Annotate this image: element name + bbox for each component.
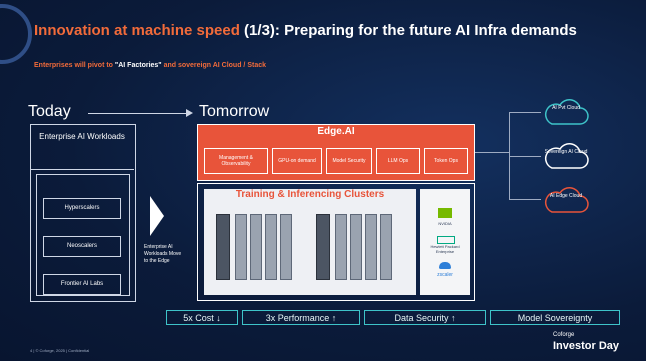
edge-ai-box [197, 124, 475, 181]
connector-line [509, 199, 541, 200]
nvidia-logo-icon [438, 208, 452, 218]
arrow-right-icon [186, 109, 193, 117]
server-rack-icon [280, 214, 292, 280]
tomorrow-label: Tomorrow [199, 103, 270, 120]
today-box-title: Enterprise AI Workloads [30, 124, 134, 170]
benefit-sovereignty: Model Sovereignty [490, 310, 620, 325]
cloud-pvt: AI Pvt Cloud [542, 96, 590, 128]
today-label: Today [28, 103, 71, 120]
slide-title-accent: Innovation at machine speed [34, 22, 240, 39]
edge-item-model-security: Model Security [326, 148, 372, 174]
cloud-sovereign-label: Sovereign AI Cloud [544, 149, 588, 155]
decorative-circle [0, 4, 32, 64]
subtitle-bold: "AI Factories" [114, 62, 162, 69]
cloud-icon [544, 143, 589, 169]
provider-item-neoscalers: Neoscalers [43, 236, 121, 257]
zscaler-logo-icon [439, 262, 451, 269]
connector-line [509, 156, 541, 157]
brand-logo: Coforge [553, 332, 575, 338]
server-rack-icon [265, 214, 277, 280]
server-rack-icon [365, 214, 377, 280]
event-name: Investor Day [553, 340, 620, 352]
cloud-edge: AI Edge Cloud [542, 184, 590, 216]
today-tomorrow-arrow-line [88, 113, 188, 114]
vendor-logos-panel [420, 189, 470, 295]
server-rack-icon [335, 214, 347, 280]
edge-item-llm-ops: LLM Ops [376, 148, 420, 174]
cloud-edge-label: AI Edge Cloud [549, 193, 583, 199]
vendor-hpe: Hewlett Packard Enterprise [430, 244, 460, 254]
cloud-pvt-label: AI Pvt Cloud [552, 105, 580, 111]
edge-item-token-ops: Token Ops [424, 148, 468, 174]
cloud-icon [544, 99, 589, 125]
cloud-icon [544, 187, 589, 213]
benefit-cost: 5x Cost ↓ [166, 310, 238, 325]
today-workloads-box [30, 124, 136, 302]
vendor-nvidia: NVIDIA [438, 221, 452, 226]
benefit-performance: 3x Performance ↑ [242, 310, 360, 325]
vendor-zscaler: zscaler [437, 272, 453, 278]
connector-line [509, 112, 541, 113]
connector-line [475, 152, 509, 153]
server-rack-icon [235, 214, 247, 280]
footer-confidential: 4 | © Coforge, 2025 | Confidential [30, 348, 90, 353]
server-rack-icon [250, 214, 262, 280]
server-rack-icon [350, 214, 362, 280]
provider-item-hyperscalers: Hyperscalers [43, 198, 121, 219]
server-rack-icon [380, 214, 392, 280]
provider-item-frontier-labs: Frontier AI Labs [43, 274, 121, 295]
server-rack-icon [316, 214, 330, 280]
cluster-box [197, 183, 475, 301]
edge-ai-title: Edge.AI [317, 126, 355, 137]
subtitle-suffix: and sovereign AI Cloud / Stack [161, 62, 266, 69]
move-to-edge-arrow-icon [150, 196, 164, 236]
today-providers-box [36, 174, 130, 296]
edge-item-gpu: GPU-on demand [272, 148, 322, 174]
edge-item-management: Management & Observability [204, 148, 268, 174]
subtitle-prefix: Enterprises will pivot to [34, 62, 115, 69]
cloud-sovereign: Sovereign AI Cloud [542, 140, 590, 172]
cluster-title: Training & Inferencing Clusters [235, 189, 385, 200]
slide-title-rest: (1/3): Preparing for the future AI Infra… [239, 22, 577, 39]
move-to-edge-text: Enterprise AI Workloads Move to the Edge [144, 244, 182, 264]
slide-title: Innovation at machine speed (1/3): Prepa… [34, 22, 577, 39]
hpe-logo-icon [437, 236, 455, 244]
benefit-security: Data Security ↑ [364, 310, 486, 325]
slide-subtitle: Enterprises will pivot to "AI Factories"… [34, 62, 266, 69]
server-rack-icon [216, 214, 230, 280]
